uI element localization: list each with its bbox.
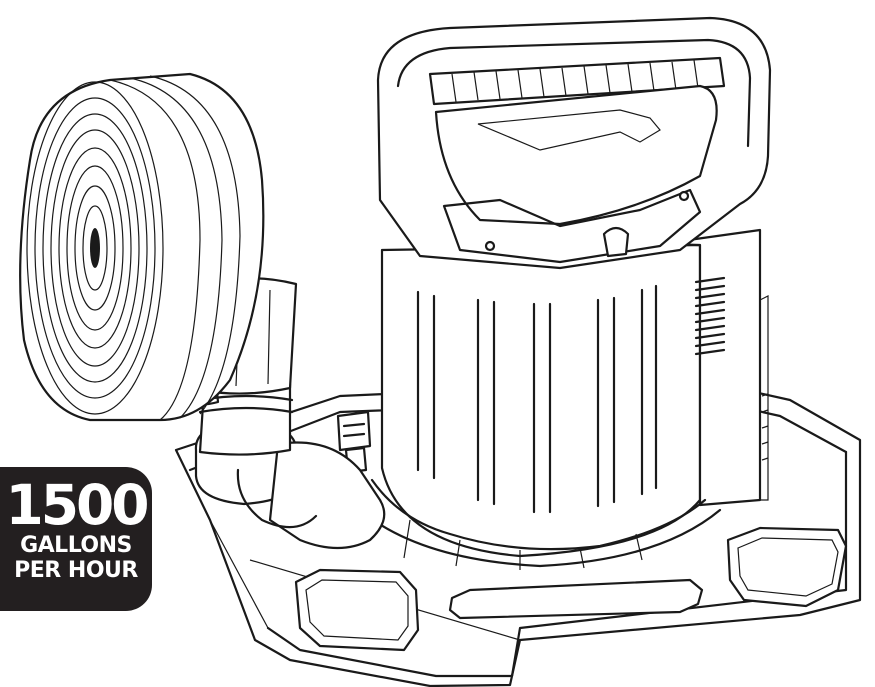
flow-rate-unit-line1: GALLONS: [20, 533, 132, 558]
flow-rate-value: 1500: [5, 473, 149, 537]
pump-handle-icon: [376, 16, 772, 270]
hose-coil-icon: [19, 72, 265, 422]
flow-rate-unit-line2: PER HOUR: [14, 558, 138, 583]
pump-body-icon: [336, 228, 769, 570]
flow-rate-badge: 1500 GALLONS PER HOUR: [0, 467, 152, 611]
